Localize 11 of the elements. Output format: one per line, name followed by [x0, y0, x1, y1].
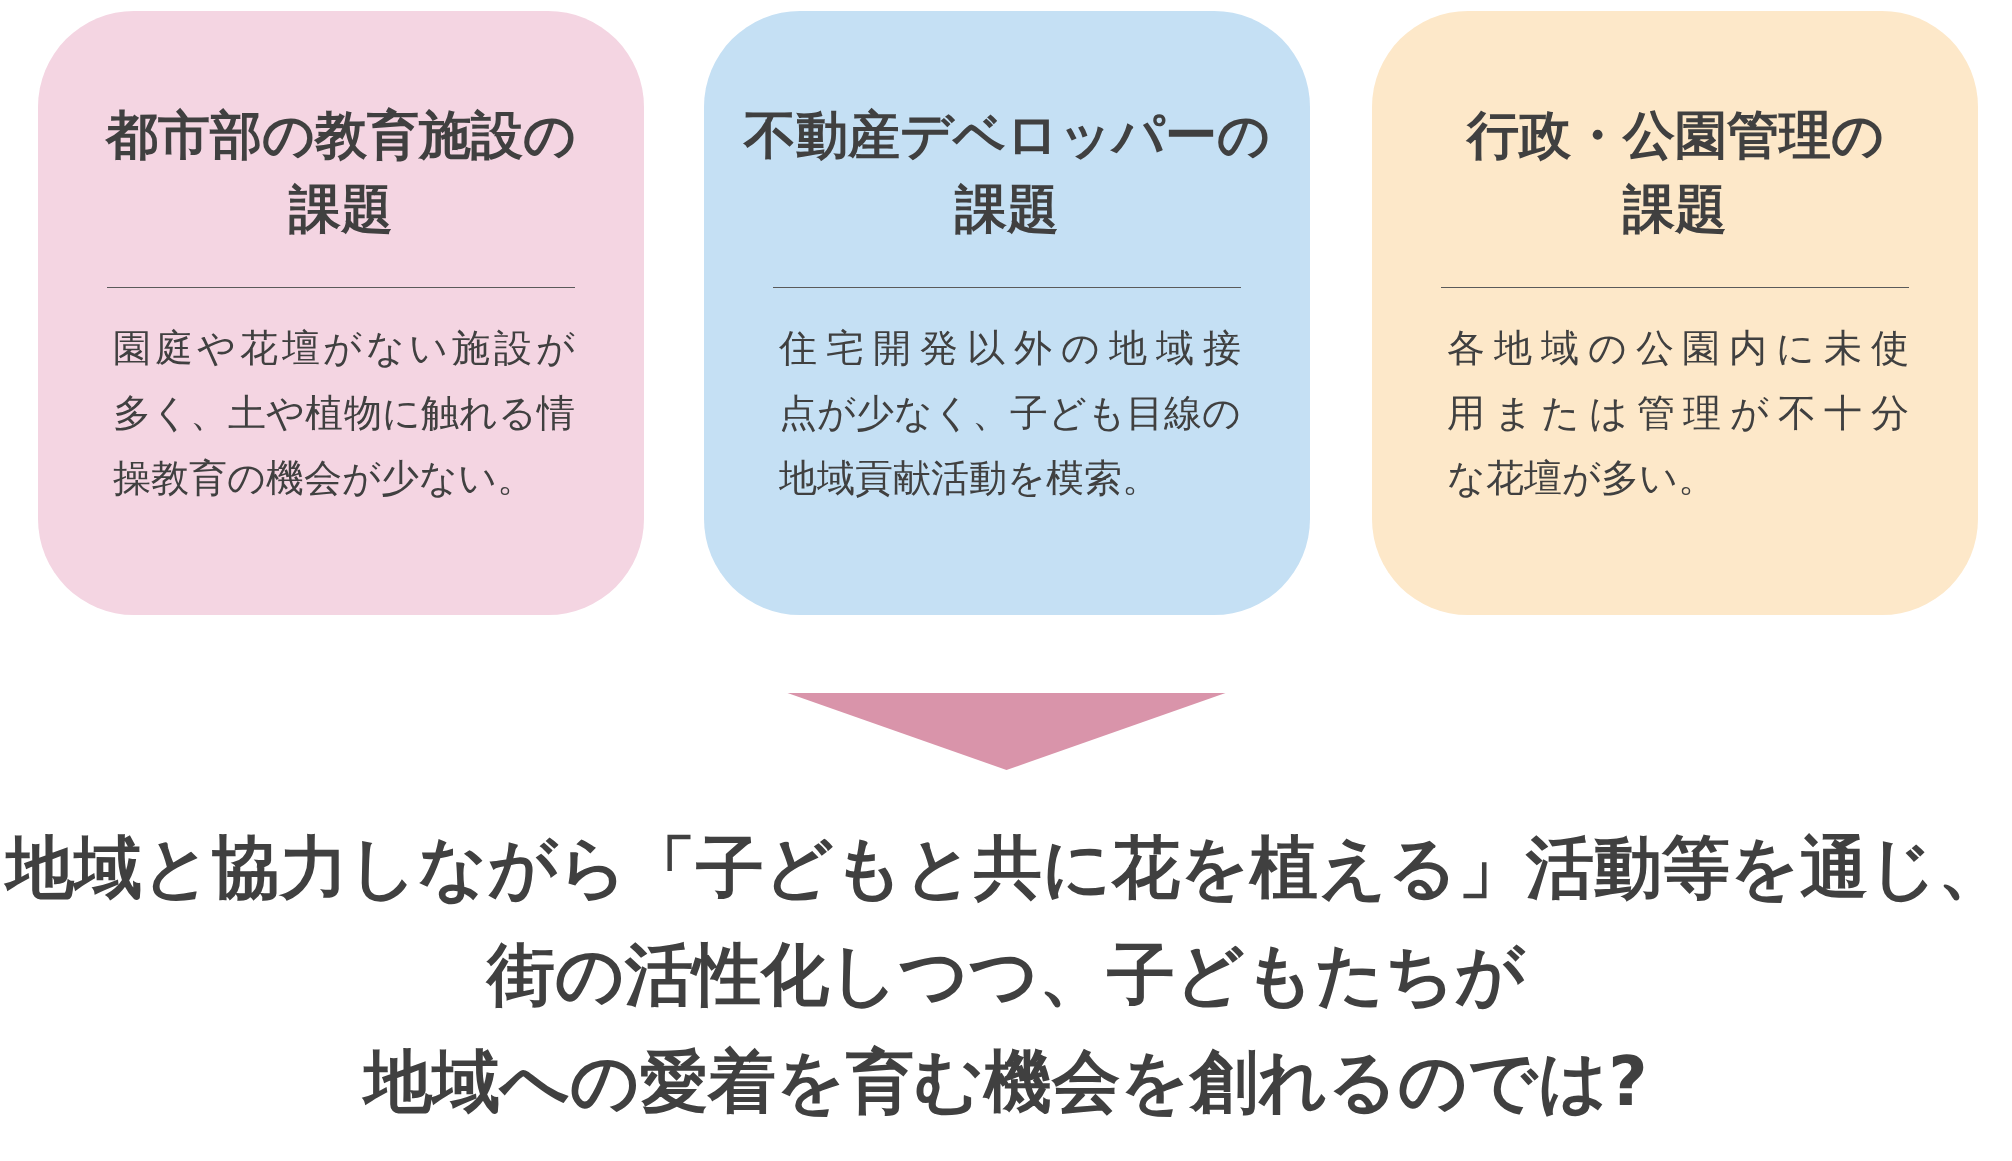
- card-heading: 行政・公園管理の課題: [1465, 104, 1885, 241]
- card-body-text: 各地域の公園内に未使用または管理が不十分な花壇が多い。: [1447, 325, 1909, 502]
- issue-card: [38, 11, 644, 615]
- card-body-text: 住宅開発以外の地域接点が少なく、子ども目線の地域貢献活動を模索。: [779, 325, 1241, 502]
- card-heading: 都市部の教育施設の課題: [104, 104, 577, 241]
- issue-card: [1372, 11, 1978, 615]
- arrow: [787, 693, 1226, 770]
- conclusion-text: 地域と協力しながら「子どもと共に花を植える」活動等を通じ、街の活性化しつつ、子どもたちが地域への愛着を育む機会を創れるのでは?: [0, 814, 2012, 1135]
- card-body-text: 園庭や花壇がない施設が多く、土や植物に触れる情操教育の機会が少ない。: [113, 325, 575, 502]
- issue-card: [704, 11, 1310, 615]
- card-heading: 不動産デベロッパーの課題: [742, 104, 1271, 241]
